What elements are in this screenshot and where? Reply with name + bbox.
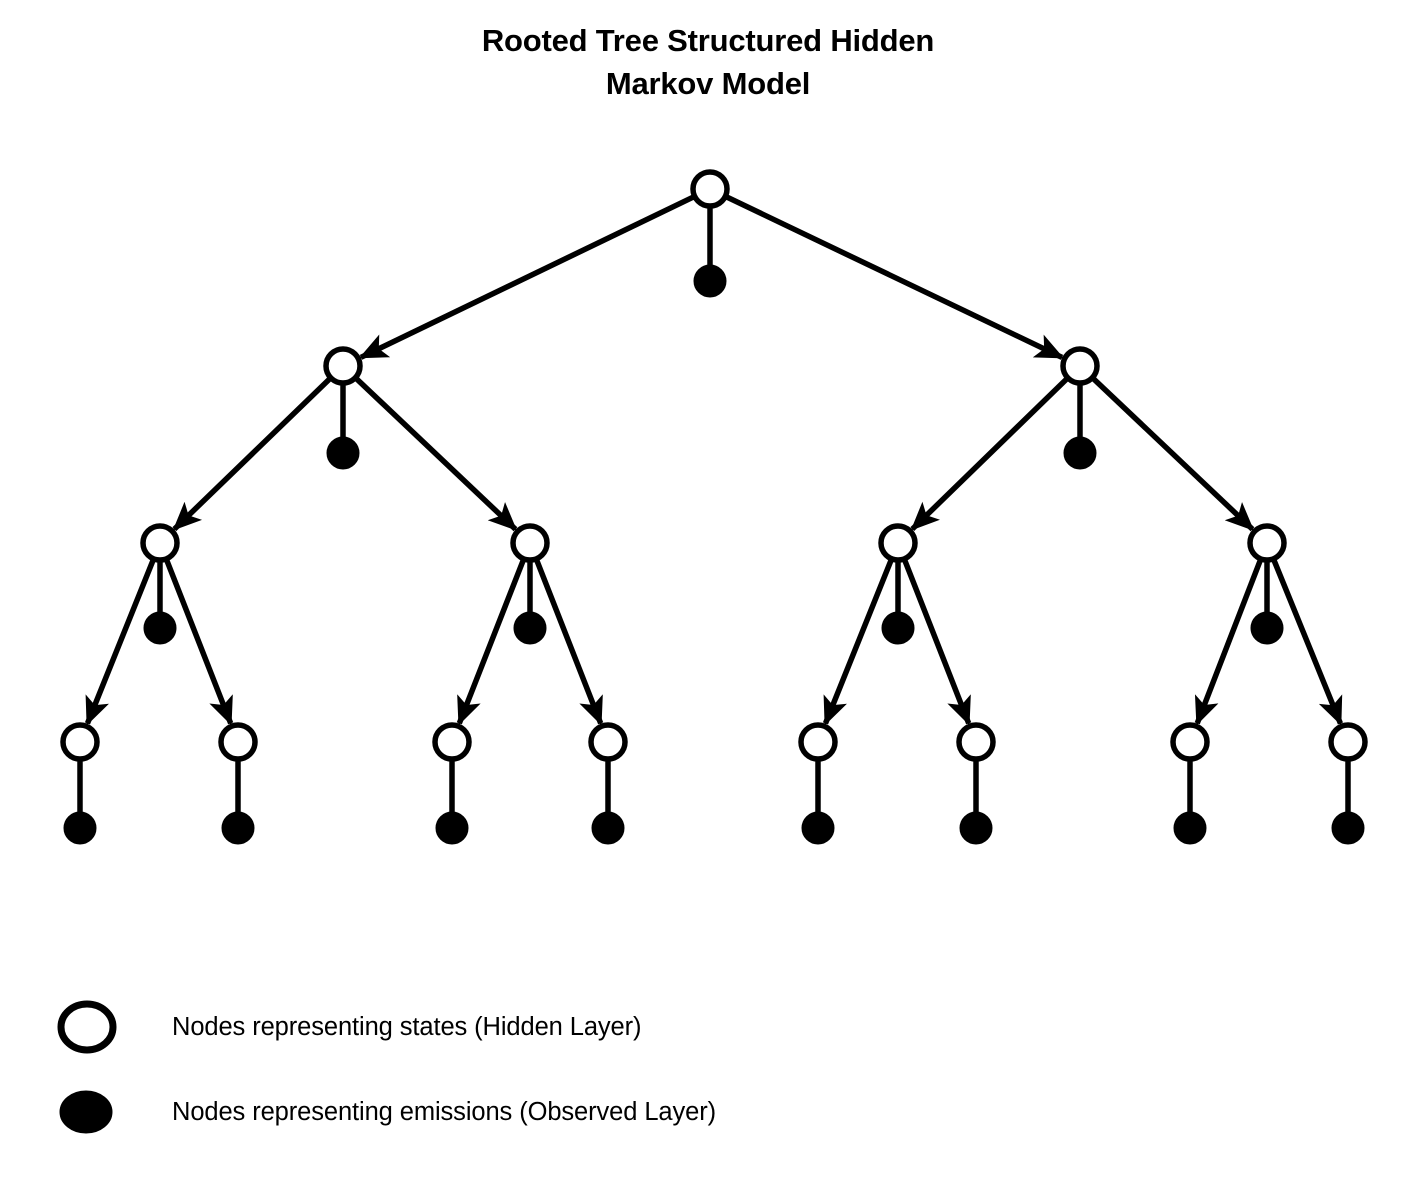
transition-edge — [822, 558, 894, 726]
legend-label-emission: Nodes representing emissions (Observed L… — [172, 1098, 716, 1126]
hidden-node — [878, 523, 918, 563]
emission-node — [326, 436, 360, 470]
emission-node — [591, 811, 625, 845]
transition-edge — [354, 376, 518, 532]
hidden-node — [323, 346, 363, 386]
transition-edge — [172, 376, 332, 532]
emission-node — [1331, 811, 1365, 845]
page-title: Rooted Tree Structured Hidden Markov Mod… — [481, 23, 935, 101]
transition-edge — [164, 558, 234, 726]
transition-edge — [1194, 558, 1264, 726]
emission-node — [1173, 811, 1207, 845]
emission-edges-group — [77, 205, 1351, 814]
transition-edge — [725, 194, 1065, 360]
legend-marker-emission-circle — [59, 1090, 113, 1134]
hidden-node — [140, 523, 180, 563]
hidden-node — [432, 722, 472, 762]
hidden-node — [218, 722, 258, 762]
emission-node — [63, 811, 97, 845]
emission-node — [221, 811, 255, 845]
emission-node — [959, 811, 993, 845]
legend-marker-hidden-circle — [57, 1000, 117, 1054]
emission-nodes-group — [63, 264, 1365, 845]
hidden-node — [956, 722, 996, 762]
emission-node — [143, 611, 177, 645]
transition-edge — [902, 558, 972, 726]
hidden-node — [1328, 722, 1368, 762]
hidden-node — [1247, 523, 1287, 563]
hidden-node — [1170, 722, 1210, 762]
hidden-node — [690, 169, 730, 209]
emission-node — [801, 811, 835, 845]
emission-node — [881, 611, 915, 645]
emission-node — [693, 264, 727, 298]
hidden-node — [588, 722, 628, 762]
transition-edge — [1271, 558, 1344, 726]
legend-label-hidden: Nodes representing states (Hidden Layer) — [172, 1013, 642, 1041]
hidden-node — [510, 523, 550, 563]
transition-edge — [84, 558, 156, 726]
transition-edge — [1091, 376, 1255, 532]
emission-node — [1250, 611, 1284, 645]
transition-edge — [910, 376, 1070, 532]
transition-edge — [534, 558, 604, 726]
transition-edges-group — [84, 194, 1344, 726]
emission-node — [1063, 436, 1097, 470]
hidden-node — [1060, 346, 1100, 386]
hidden-nodes-group — [60, 169, 1368, 762]
hidden-node — [798, 722, 838, 762]
emission-node — [435, 811, 469, 845]
emission-node — [513, 611, 547, 645]
transition-edge — [358, 194, 695, 360]
transition-edge — [456, 558, 526, 726]
hidden-node — [60, 722, 100, 762]
